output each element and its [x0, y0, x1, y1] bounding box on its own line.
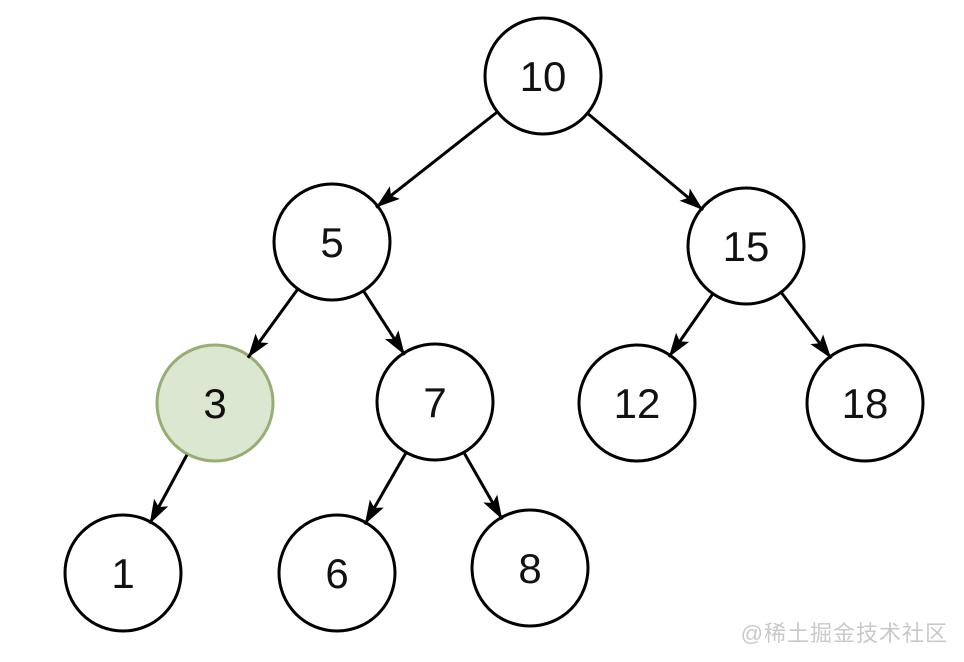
node-circle: [272, 182, 392, 302]
tree-edge-3-1: [148, 454, 189, 525]
tree-edge-5-7: [362, 290, 406, 356]
node-circle: [805, 343, 925, 463]
node-circle-highlighted: [155, 343, 275, 463]
tree-node-3: 3: [155, 343, 275, 463]
tree-node-12: 12: [577, 343, 697, 463]
watermark: @稀土掘金技术社区: [740, 621, 948, 646]
node-circle: [63, 513, 183, 633]
node-label: 5: [320, 219, 343, 266]
tree-node-7: 7: [375, 342, 495, 462]
tree-edges-layer: [148, 111, 833, 526]
tree-node-5: 5: [272, 182, 392, 302]
node-circle: [483, 16, 603, 136]
tree-edge-10-15: [587, 112, 705, 212]
node-circle: [577, 343, 697, 463]
node-label: 1: [111, 550, 134, 597]
node-label: 8: [518, 545, 541, 592]
tree-edge-5-3: [246, 288, 299, 359]
tree-node-18: 18: [805, 343, 925, 463]
tree-edge-10-5: [375, 111, 498, 209]
tree-node-6: 6: [277, 513, 397, 633]
node-label: 6: [325, 550, 348, 597]
node-circle: [470, 508, 590, 628]
node-label: 3: [203, 380, 226, 427]
node-label: 18: [842, 380, 889, 427]
tree-node-1: 1: [63, 513, 183, 633]
tree-edge-7-6: [363, 452, 408, 526]
node-circle: [277, 513, 397, 633]
tree-node-10: 10: [483, 16, 603, 136]
tree-node-15: 15: [686, 186, 806, 306]
node-label: 15: [723, 223, 770, 270]
node-label: 7: [423, 379, 446, 426]
node-label: 12: [614, 380, 661, 427]
node-label: 10: [520, 53, 567, 100]
tree-edge-7-8: [462, 452, 504, 521]
node-circle: [686, 186, 806, 306]
tree-edge-15-18: [780, 292, 833, 360]
tree-nodes-layer: 10 5 15 3 7 12 18 1 6 8: [63, 16, 925, 633]
tree-edge-15-12: [667, 293, 714, 358]
node-circle: [375, 342, 495, 462]
tree-node-8: 8: [470, 508, 590, 628]
